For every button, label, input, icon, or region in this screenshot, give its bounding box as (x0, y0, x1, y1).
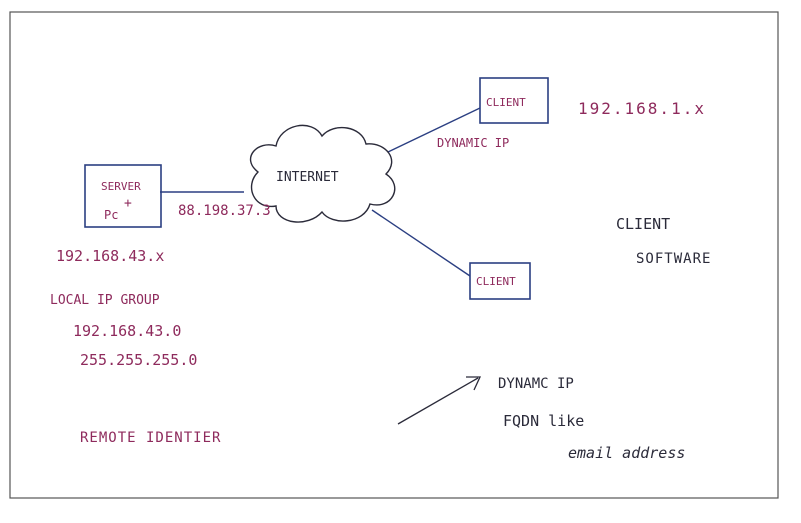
page-border (9, 11, 779, 499)
server-pc: Pc (104, 208, 118, 222)
arrow-line (397, 377, 479, 425)
client-bottom-label: CLIENT (476, 275, 516, 288)
dynamic-ip-top: DYNAMIC IP (437, 136, 509, 150)
fqdn-line2: email address (568, 444, 685, 462)
client-software-line1: CLIENT (616, 215, 670, 233)
server-public-ip: 88.198.37.3 (178, 203, 271, 219)
local-ip-group-title: LOCAL IP GROUP (50, 293, 160, 308)
server-plus: + (124, 196, 132, 211)
server-label: SERVER (101, 180, 141, 193)
fqdn-line1: FQDN like (503, 412, 584, 430)
dynamic-ip-note: DYNAMC IP (498, 376, 574, 392)
client-software-line2: SOFTWARE (636, 251, 711, 267)
server-lan-range: 192.168.43.x (56, 247, 164, 265)
client-bottom-box (469, 262, 531, 300)
remote-identifier: REMOTE IDENTIER (80, 430, 221, 446)
arrow-head (466, 376, 482, 391)
local-ip-mask: 255.255.255.0 (80, 351, 197, 369)
server-box (84, 164, 162, 228)
link-internet-client-top (387, 107, 481, 153)
local-ip-network: 192.168.43.0 (73, 322, 181, 340)
client-lan-range: 192.168.1.x (578, 99, 706, 118)
client-top-label: CLIENT (486, 96, 526, 109)
link-internet-client-bottom (371, 209, 471, 277)
internet-label: INTERNET (276, 170, 339, 185)
internet-cloud (249, 124, 396, 223)
client-top-box (479, 77, 549, 124)
